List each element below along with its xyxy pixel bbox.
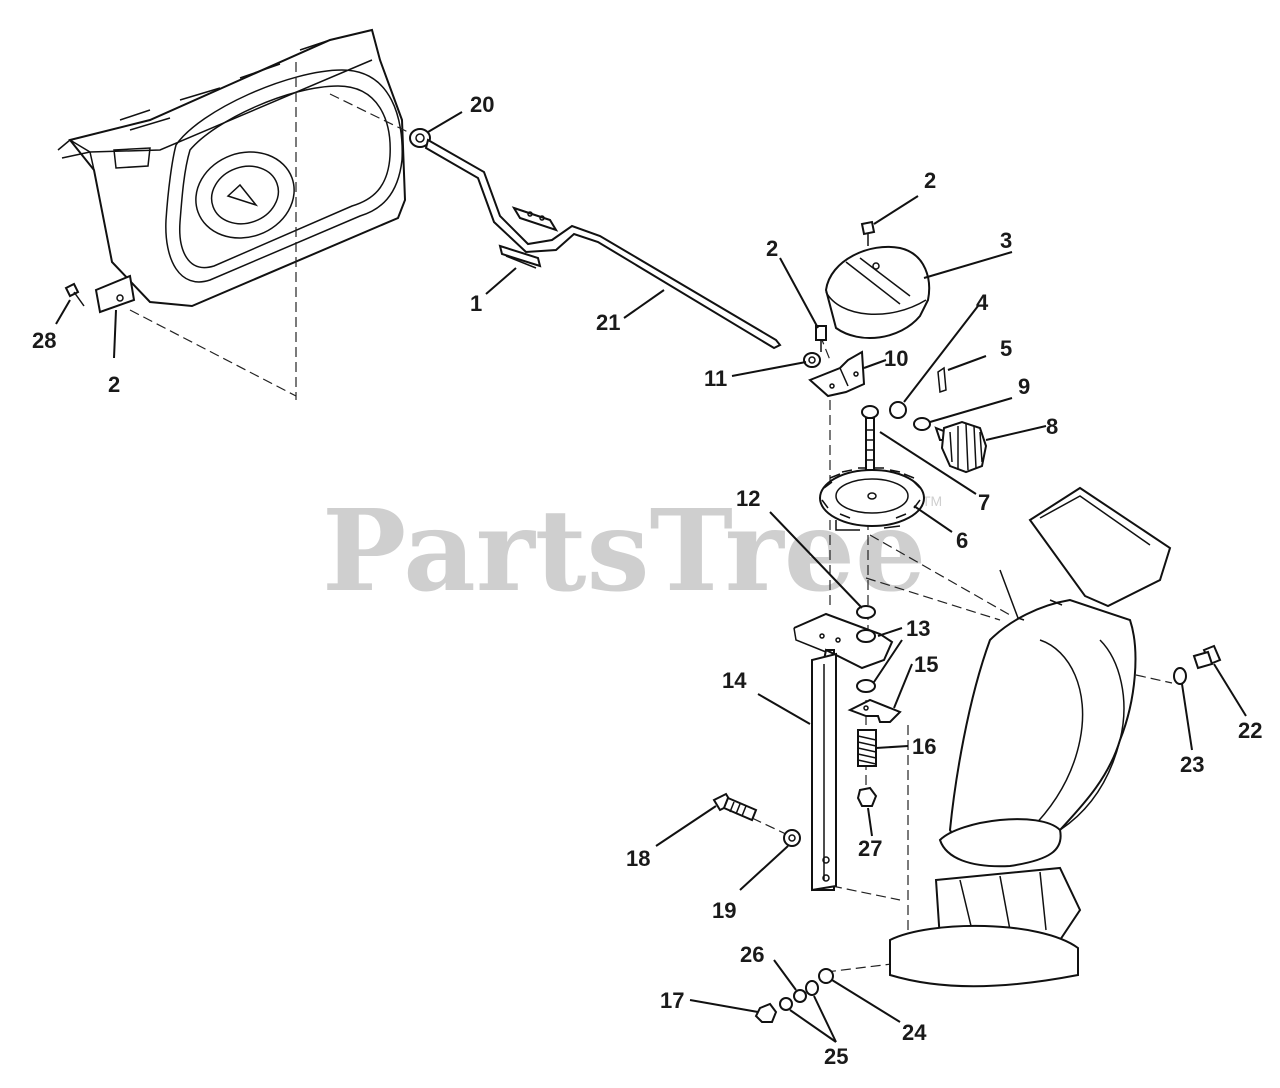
callout-2-top: 2 <box>924 168 936 193</box>
part-22-bolt <box>1192 644 1222 670</box>
engine-housing <box>57 28 407 308</box>
callout-26: 26 <box>740 942 764 967</box>
discharge-chute <box>889 486 1172 988</box>
part-20-bushing <box>409 128 431 148</box>
callout-23: 23 <box>1180 752 1204 777</box>
callout-15: 15 <box>914 652 938 677</box>
callout-10: 10 <box>884 346 908 371</box>
callout-2-left: 2 <box>108 372 120 397</box>
callout-25: 25 <box>824 1044 848 1069</box>
part-7-bolt <box>861 405 879 471</box>
callout-18: 18 <box>626 846 650 871</box>
part-26-lockwasher <box>793 989 807 1003</box>
callout-28: 28 <box>32 328 56 353</box>
callout-6: 6 <box>956 528 968 553</box>
callout-12: 12 <box>736 486 760 511</box>
leader-lines <box>55 111 1247 1043</box>
part-2-mid-screw <box>815 325 827 352</box>
part-1-coupling <box>498 206 559 269</box>
part-14-support-plate <box>793 612 894 892</box>
watermark-trademark: TM <box>922 493 942 509</box>
callout-8: 8 <box>1046 414 1058 439</box>
callout-labels: 20 1 21 2 3 2 4 5 10 11 9 8 7 6 12 13 15… <box>32 92 1262 1069</box>
part-18-bolt <box>712 792 758 822</box>
callout-16: 16 <box>912 734 936 759</box>
part-6-ring-gear <box>819 467 925 531</box>
part-3-knob-cap <box>824 245 931 339</box>
part-2-top-screw <box>860 220 876 246</box>
part-8-gear <box>934 420 988 474</box>
callout-9: 9 <box>1018 374 1030 399</box>
part-21-crank-rod <box>424 138 782 350</box>
part-15-plate <box>847 698 902 723</box>
part-25-washers <box>779 980 819 1011</box>
callout-7: 7 <box>978 490 990 515</box>
part-19-washer <box>783 829 801 847</box>
part-24-washer <box>818 968 834 984</box>
callout-24: 24 <box>902 1020 927 1045</box>
callout-27: 27 <box>858 836 882 861</box>
part-12-washer <box>856 605 876 619</box>
callout-11: 11 <box>704 366 727 391</box>
part-4-nut <box>889 401 907 419</box>
part-27-nut <box>856 786 878 807</box>
callout-21: 21 <box>596 310 620 335</box>
part-28-screw <box>64 282 85 307</box>
callout-5: 5 <box>1000 336 1012 361</box>
part-13-washers <box>856 629 876 693</box>
part-10-bracket <box>808 350 866 398</box>
callout-13: 13 <box>906 616 930 641</box>
part-9-washer <box>913 417 931 431</box>
part-11-lockwasher <box>803 352 821 368</box>
callout-4: 4 <box>976 290 989 315</box>
callout-3: 3 <box>1000 228 1012 253</box>
callout-14: 14 <box>722 668 747 693</box>
callout-2-mid: 2 <box>766 236 778 261</box>
part-23-washer <box>1173 667 1187 685</box>
part-17-nut <box>754 1002 778 1023</box>
part-5-clip <box>937 366 947 394</box>
callout-1: 1 <box>470 291 482 316</box>
part-2-left-bracket <box>94 274 136 314</box>
callout-22: 22 <box>1238 718 1262 743</box>
callout-17: 17 <box>660 988 684 1013</box>
callout-19: 19 <box>712 898 736 923</box>
part-16-spring <box>857 729 877 767</box>
callout-20: 20 <box>470 92 494 117</box>
